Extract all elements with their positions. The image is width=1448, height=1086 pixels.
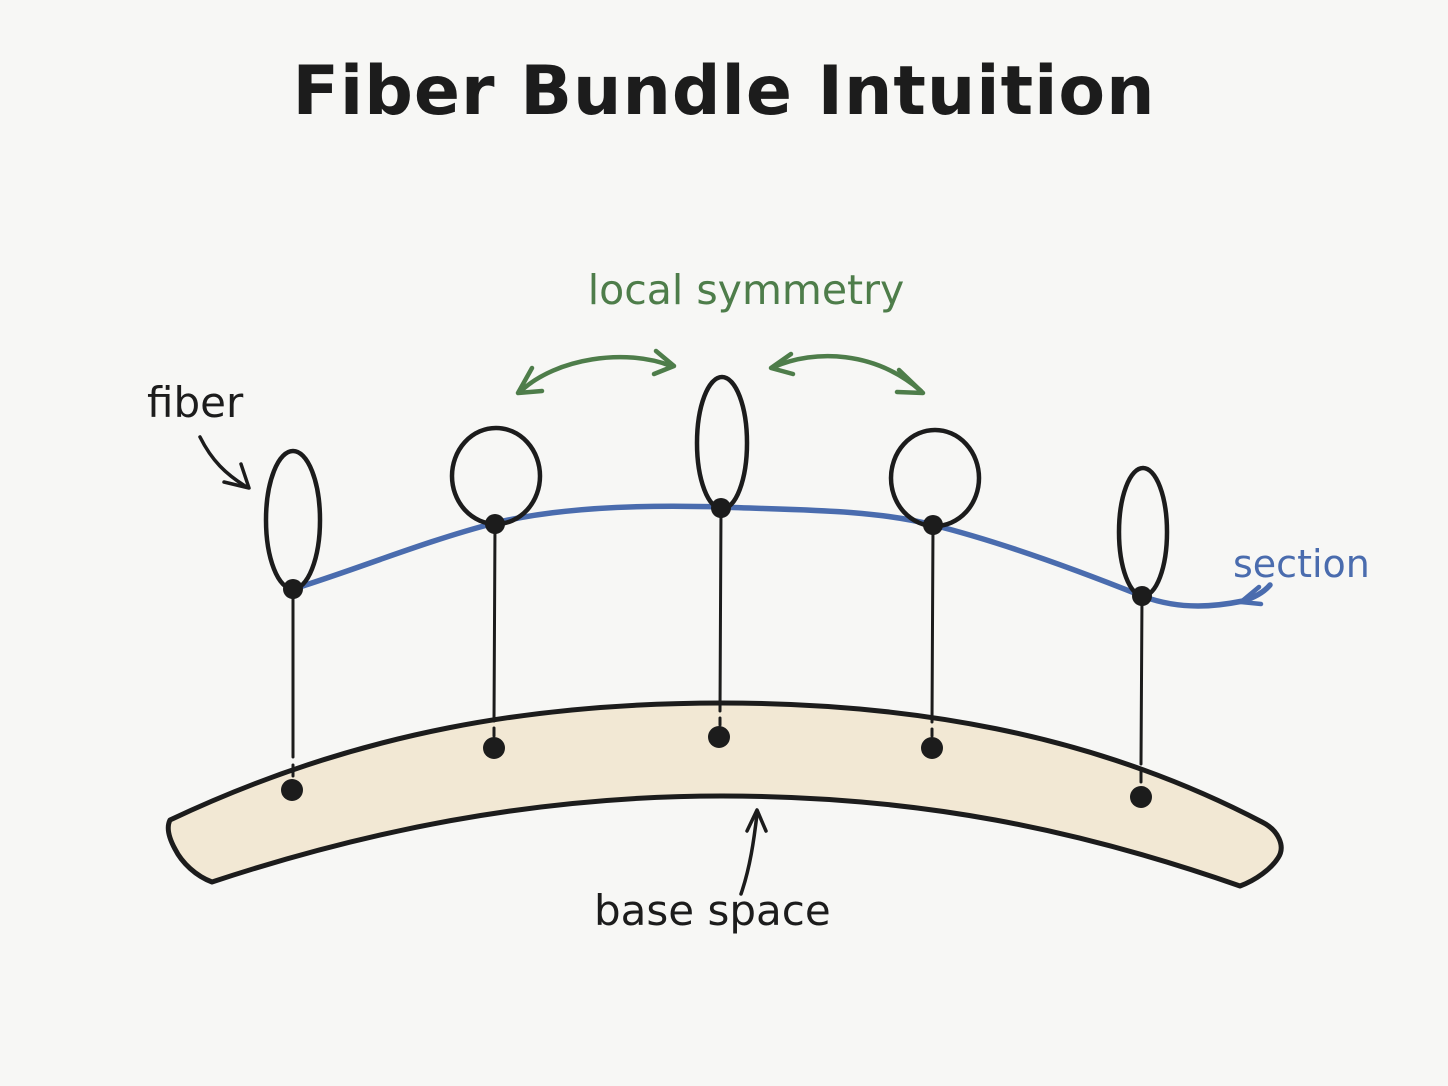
base-point-1 [281, 779, 303, 801]
fiber-loop-4 [888, 427, 982, 529]
base-points [281, 726, 1152, 808]
base-space-pointer-arrow [739, 808, 768, 896]
section-point-3 [711, 498, 731, 518]
base-point-3 [708, 726, 730, 748]
section-label: section [1233, 542, 1370, 586]
fiber-arrow-curve [198, 435, 247, 488]
fiber-stem-5 [1139, 594, 1144, 784]
arrowhead-left-start-icon [515, 365, 545, 396]
fiber-stems [291, 507, 1144, 784]
section-point-4 [923, 515, 943, 535]
section-point-2 [485, 514, 505, 534]
section-arrowhead [1238, 584, 1264, 607]
section-points [283, 498, 1152, 606]
local-symmetry-arc-left [518, 354, 674, 394]
section-point-1 [283, 579, 303, 599]
fiber-loops [263, 374, 1170, 599]
fiber-loop-3 [694, 374, 750, 512]
base-space-arrow-curve [739, 812, 759, 896]
base-point-2 [483, 737, 505, 759]
section-curve [290, 503, 1273, 609]
fiber-arrowhead-icon [222, 462, 251, 490]
base-point-4 [921, 737, 943, 759]
fiber-label: fiber [147, 378, 244, 427]
local-symmetry-label: local symmetry [587, 266, 905, 314]
fiber-pointer-arrow [198, 435, 251, 490]
fiber-loop-1 [263, 448, 323, 592]
base-space-arrowhead-icon [745, 808, 768, 833]
arrowhead-right-end-icon [894, 367, 926, 396]
base-space-band [165, 700, 1284, 889]
section-curve-group [290, 503, 1273, 609]
fiber-stem-2 [492, 522, 497, 738]
fiber-stem-3 [718, 507, 723, 727]
fiber-loop-2 [449, 425, 543, 527]
local-symmetry-arrow-left [515, 348, 677, 396]
base-point-5 [1130, 786, 1152, 808]
section-point-5 [1132, 586, 1152, 606]
local-symmetry-arrow-right [768, 351, 926, 396]
page-title: Fiber Bundle Intuition [292, 52, 1156, 131]
arrowhead-right-start-icon [768, 351, 796, 377]
arrowhead-left-end-icon [651, 348, 677, 377]
fiber-stem-4 [930, 524, 935, 738]
local-symmetry-arc-right [771, 353, 924, 394]
base-space-label: base space [594, 886, 831, 935]
fiber-loop-5 [1116, 465, 1170, 599]
